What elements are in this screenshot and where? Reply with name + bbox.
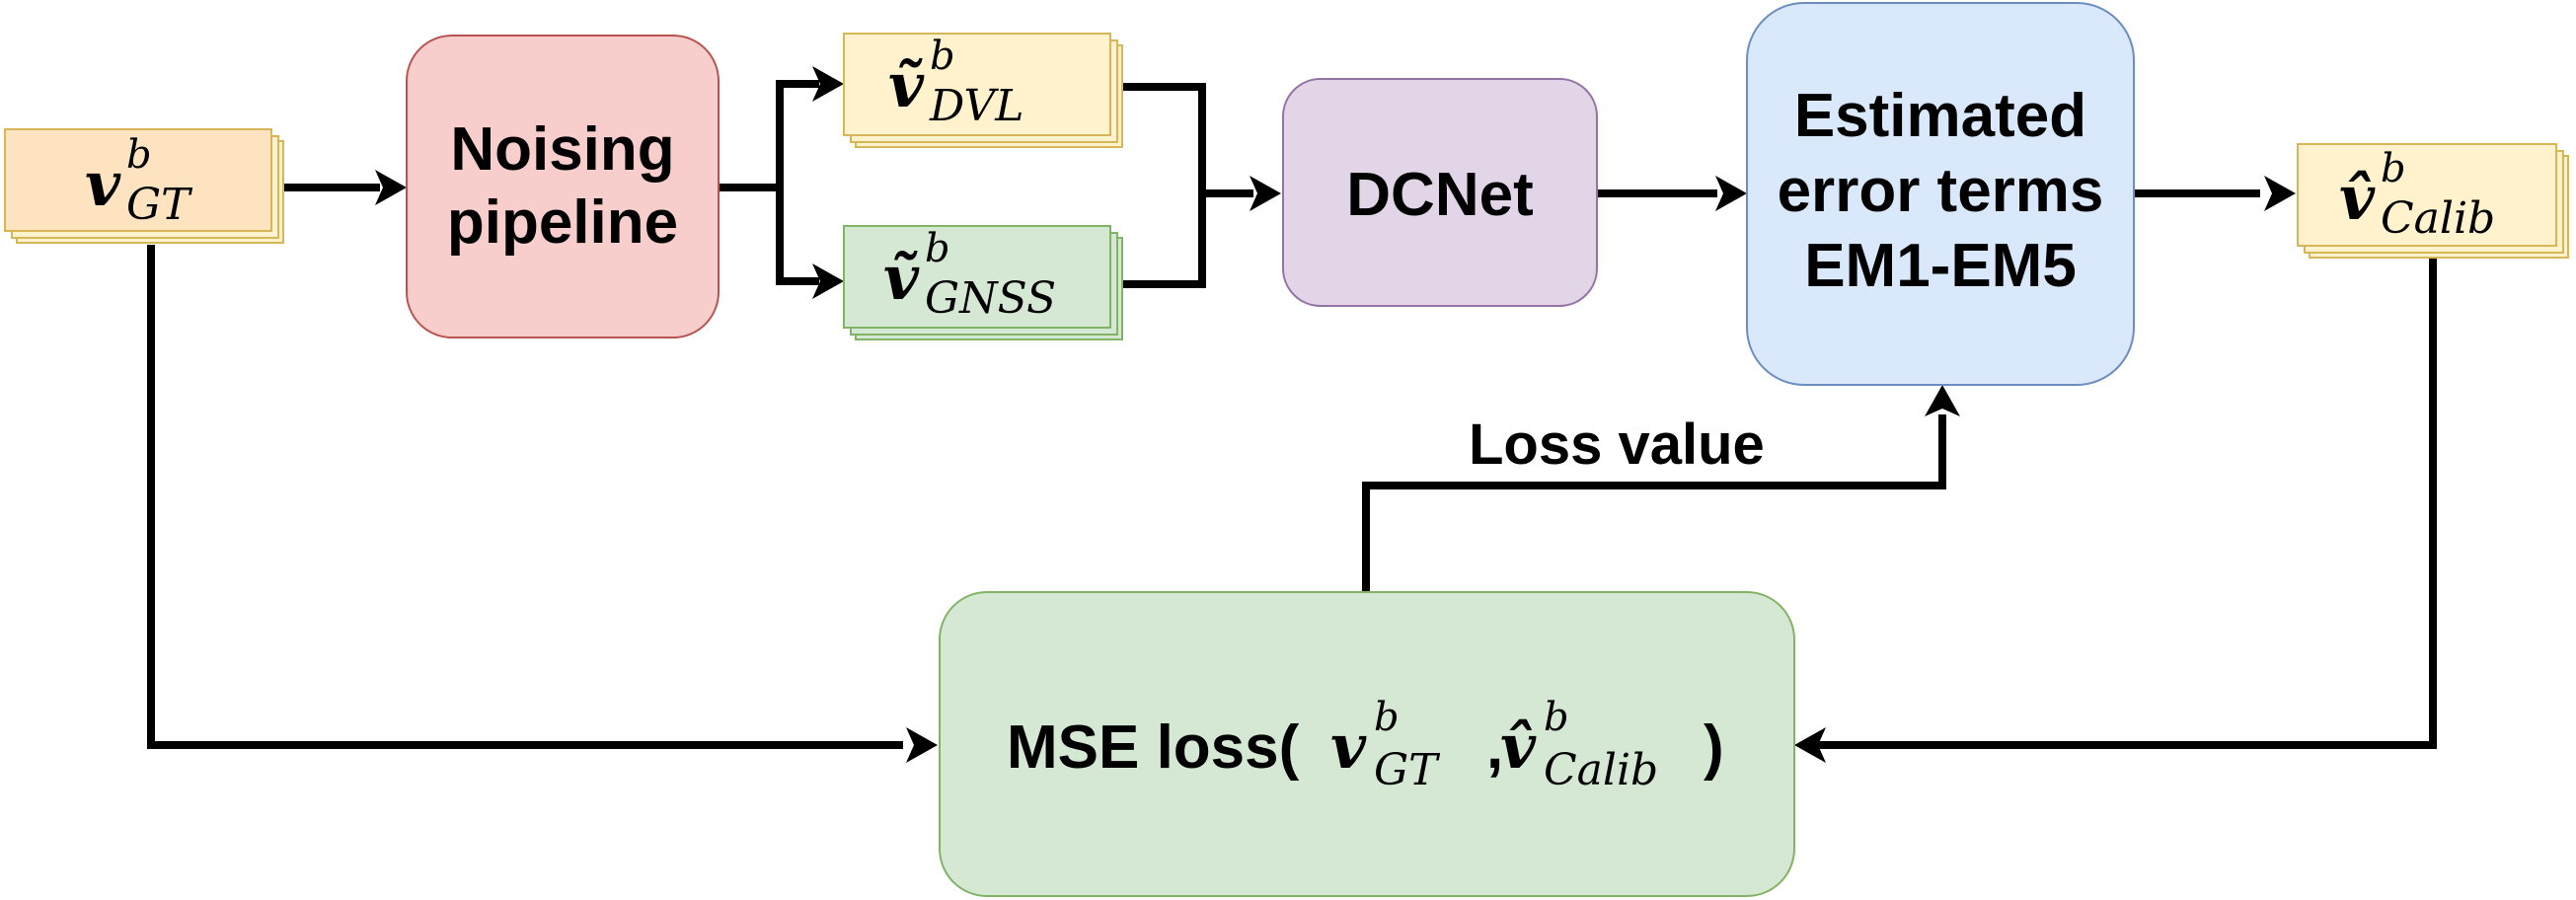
stack-layer bbox=[2297, 143, 2557, 247]
mse-suffix: ) bbox=[1704, 713, 1724, 782]
v-dvl-sub: DVL bbox=[929, 81, 1024, 131]
v-calib-sub: Calib bbox=[2381, 193, 2495, 244]
dcnet-box bbox=[1282, 78, 1598, 307]
estimated-label-line3: EM1-EM5 bbox=[1804, 232, 2077, 300]
v-gnss-sub: GNSS bbox=[925, 273, 1056, 324]
noising-label-line2: pipeline bbox=[447, 188, 678, 257]
v-gt-symbol: v bbox=[85, 148, 121, 220]
mse-arg1-sup: b bbox=[1374, 695, 1400, 740]
v-calib-symbol: v̂ bbox=[2339, 162, 2376, 234]
arrowhead-vcalib bbox=[2264, 176, 2296, 211]
mse-prefix: MSE loss( bbox=[1007, 713, 1300, 782]
v-gnss-sup: b bbox=[925, 226, 950, 271]
arrowhead-dcnet bbox=[1250, 176, 1281, 211]
v-dvl-symbol: ṽ bbox=[888, 49, 925, 121]
arrowhead-noising bbox=[375, 170, 407, 205]
mse-box bbox=[939, 591, 1795, 897]
mse-arg1-symbol: v bbox=[1330, 711, 1367, 783]
edge-mse-to-estimated bbox=[1362, 414, 1946, 592]
estimated-label-line1: Estimated bbox=[1794, 82, 2086, 150]
node-v-dvl[interactable]: ṽ b DVL bbox=[843, 33, 1123, 148]
mse-arg2-symbol: v̂ bbox=[1500, 711, 1537, 783]
dcnet-label: DCNet bbox=[1346, 161, 1533, 229]
edge-split-to-dvl bbox=[776, 80, 819, 188]
arrowhead-mse-left bbox=[906, 727, 938, 763]
node-v-gnss[interactable]: ṽ b GNSS bbox=[843, 225, 1123, 340]
mse-arg1-sub: GT bbox=[1374, 745, 1441, 795]
v-gnss-symbol: ṽ bbox=[883, 242, 920, 314]
connectors bbox=[147, 80, 2437, 749]
mse-separator: , bbox=[1486, 713, 1503, 782]
v-gt-sup: b bbox=[126, 132, 152, 178]
stack-layer bbox=[843, 225, 1111, 329]
node-noising-pipeline[interactable]: Noising pipeline bbox=[406, 35, 720, 338]
arrowhead-mse-right bbox=[1794, 727, 1826, 763]
loss-value-label: Loss value bbox=[1469, 412, 1765, 477]
stack-layer bbox=[843, 33, 1111, 136]
v-gt-sub: GT bbox=[126, 180, 193, 230]
node-mse-loss[interactable]: MSE loss( v b GT , v̂ b Calib ) bbox=[939, 591, 1795, 897]
arrowhead-dvl bbox=[812, 66, 844, 102]
mse-arg2-sup: b bbox=[1544, 695, 1569, 740]
node-v-calib[interactable]: v̂ b Calib bbox=[2297, 143, 2569, 259]
arrowheads bbox=[375, 66, 2296, 763]
noising-label-line1: Noising bbox=[450, 115, 674, 184]
arrowhead-estimated bbox=[1715, 176, 1747, 211]
v-calib-sup: b bbox=[2381, 146, 2406, 191]
node-dcnet[interactable]: DCNet bbox=[1282, 78, 1598, 307]
noising-box bbox=[406, 35, 720, 338]
estimated-label-line2: error terms bbox=[1778, 157, 2104, 225]
estimated-box bbox=[1746, 2, 2135, 386]
edge-vcalib-to-mse bbox=[1818, 259, 2437, 749]
v-dvl-sup: b bbox=[930, 34, 955, 79]
mse-arg2-sub: Calib bbox=[1544, 745, 1658, 795]
stack-layer bbox=[4, 128, 272, 232]
edge-dvl-to-merge bbox=[1122, 83, 1206, 288]
edge-split-to-gnss bbox=[776, 188, 819, 285]
edge-vgt-to-mse bbox=[147, 245, 903, 749]
node-estimated-error-terms[interactable]: Estimated error terms EM1-EM5 bbox=[1746, 2, 2135, 386]
node-v-gt[interactable]: v b GT bbox=[4, 128, 284, 244]
arrowhead-gnss bbox=[812, 263, 844, 299]
arrowhead-loss-up bbox=[1925, 385, 1960, 416]
